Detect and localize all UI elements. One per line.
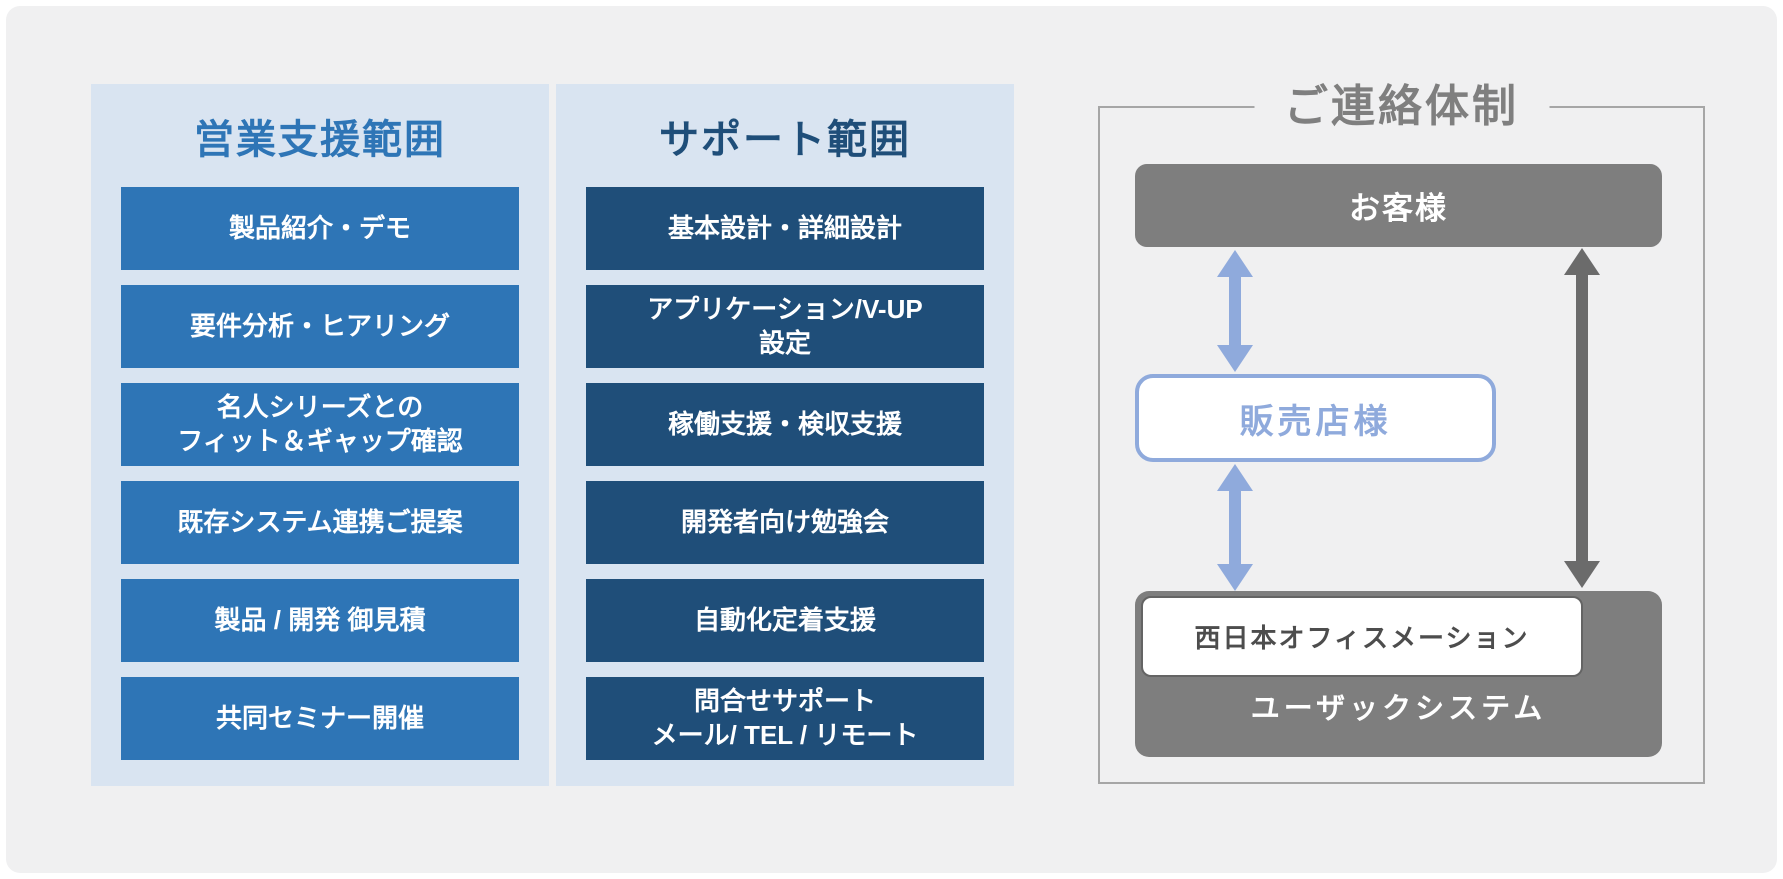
arrow-down-head-icon: [1564, 561, 1600, 588]
sales-item: 共同セミナー開催: [121, 677, 519, 760]
arrow-down-head-icon: [1217, 345, 1253, 372]
sales-item: 製品 / 開発 御見積: [121, 579, 519, 662]
office-box: 西日本オフィスメーション: [1141, 596, 1583, 677]
sales-panel-title: 営業支援範囲: [194, 118, 446, 162]
support-item: アプリケーション/V-UP 設定: [586, 285, 984, 368]
support-item: 開発者向け勉強会: [586, 481, 984, 564]
contact-structure-frame: ご連絡体制: [1098, 78, 1705, 784]
company-label: ユーザックシステム: [1250, 693, 1547, 725]
sales-support-panel: 営業支援範囲 製品紹介・デモ 要件分析・ヒアリング 名人シリーズとの フィット＆…: [91, 84, 549, 786]
arrow-customer-company-icon: [1563, 248, 1601, 588]
support-scope-panel: サポート範囲 基本設計・詳細設計 アプリケーション/V-UP 設定 稼働支援・検…: [556, 84, 1014, 786]
arrow-customer-reseller-icon: [1216, 250, 1254, 372]
support-panel-title: サポート範囲: [659, 118, 911, 162]
sales-item: 製品紹介・デモ: [121, 187, 519, 270]
arrow-shaft: [1576, 270, 1588, 566]
arrow-reseller-company-icon: [1216, 464, 1254, 591]
company-box: 西日本オフィスメーション ユーザックシステム: [1135, 591, 1662, 757]
sales-item: 名人シリーズとの フィット＆ギャップ確認: [121, 383, 519, 466]
support-item-list: 基本設計・詳細設計 アプリケーション/V-UP 設定 稼働支援・検収支援 開発者…: [556, 187, 1014, 760]
support-item: 自動化定着支援: [586, 579, 984, 662]
customer-box: お客様: [1135, 164, 1662, 247]
support-item: 稼働支援・検収支援: [586, 383, 984, 466]
contact-structure-title: ご連絡体制: [1254, 78, 1549, 136]
arrow-down-head-icon: [1217, 564, 1253, 591]
sales-item: 要件分析・ヒアリング: [121, 285, 519, 368]
support-item: 問合せサポート メール/ TEL / リモート: [586, 677, 984, 760]
support-item: 基本設計・詳細設計: [586, 187, 984, 270]
arrow-shaft: [1229, 272, 1241, 350]
arrow-shaft: [1229, 486, 1241, 569]
sales-item-list: 製品紹介・デモ 要件分析・ヒアリング 名人シリーズとの フィット＆ギャップ確認 …: [91, 187, 549, 760]
reseller-box: 販売店様: [1135, 374, 1496, 462]
sales-item: 既存システム連携ご提案: [121, 481, 519, 564]
